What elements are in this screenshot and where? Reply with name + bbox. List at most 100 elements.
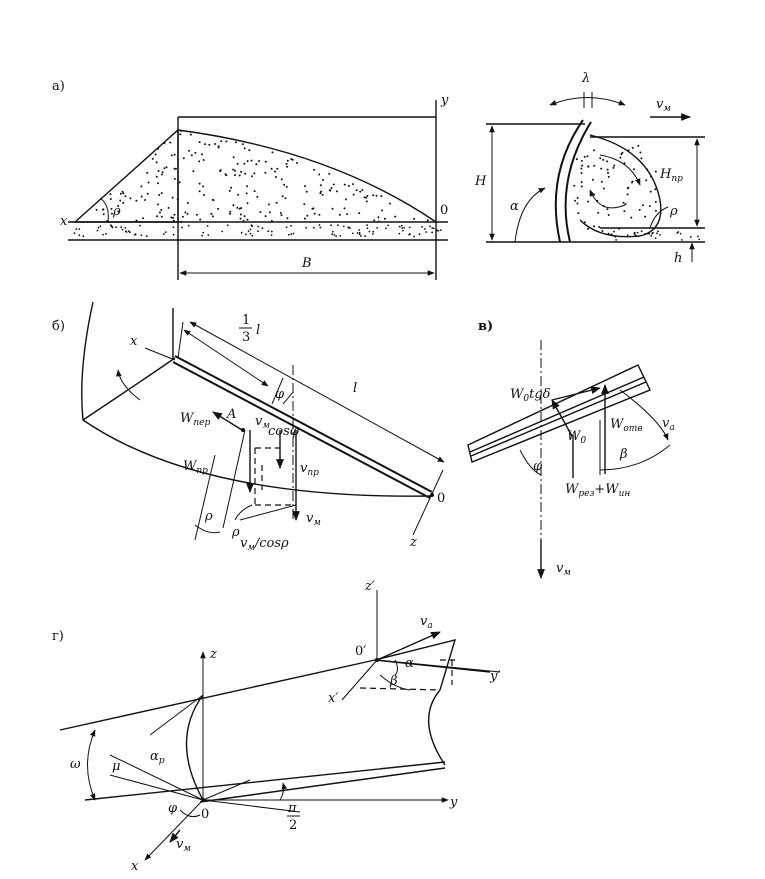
soil-dot (204, 143, 207, 146)
soil-dot (258, 160, 261, 162)
soil-dot (650, 235, 653, 237)
soil-dot (418, 233, 421, 236)
label-va-v: vа (662, 416, 675, 433)
soil-dot (121, 190, 124, 193)
soil-dot (154, 153, 157, 156)
soil-dot (160, 173, 163, 176)
axis-x-b (144, 347, 176, 361)
soil-dot (251, 234, 254, 237)
soil-dot (217, 145, 220, 148)
soil-dot (607, 175, 610, 178)
soil-dot (285, 162, 288, 165)
soil-dot (110, 212, 113, 215)
soil-dot (352, 183, 354, 186)
soil-dot (335, 235, 338, 238)
resultant-b (239, 504, 297, 521)
soil-dot (606, 208, 609, 211)
soil-dot (331, 207, 334, 210)
beta-arc-g (379, 674, 411, 691)
soil-dot (246, 160, 249, 163)
soil-dot (101, 208, 104, 211)
panel-b-label: б) (52, 319, 65, 334)
soil-dot (303, 185, 306, 188)
soil-dot (170, 154, 173, 157)
soil-dot (408, 226, 411, 229)
soil-dot (264, 171, 267, 174)
vm-arrow-g (169, 829, 181, 843)
soil-dot (274, 170, 277, 173)
soil-dot (624, 203, 627, 206)
soil-dot (119, 199, 122, 202)
label-x-g: x (131, 859, 139, 874)
beta-arc (599, 444, 671, 471)
soil-dot (268, 211, 271, 214)
soil-dot (95, 208, 98, 211)
soil-curl (579, 134, 662, 238)
pile-region (73, 128, 179, 223)
label-rho-a2: ρ (669, 204, 678, 219)
panel-v-label: в) (478, 319, 493, 334)
knife-edge-2 (470, 381, 647, 457)
label-rho-a: ρ (112, 204, 121, 219)
label-vm-a: vм (656, 97, 671, 114)
label-0-g: 0 (201, 807, 209, 822)
soil-dot (145, 235, 148, 238)
label-va-g: vа (420, 614, 433, 631)
soil-dot (102, 233, 104, 236)
soil-dot (160, 208, 163, 211)
soil-dot (128, 231, 131, 234)
soil-dot (102, 213, 105, 216)
soil-dot (638, 208, 641, 211)
soil-dot (290, 224, 292, 227)
soil-dot (172, 226, 175, 229)
soil-dot (119, 192, 122, 195)
soil-dot (306, 214, 309, 217)
soil-dot (270, 167, 273, 170)
point-A (241, 428, 245, 432)
soil-dot (580, 181, 583, 183)
soil-dot (598, 226, 601, 228)
soil-dot (285, 185, 288, 188)
soil-dot (257, 230, 259, 233)
soil-dot (99, 225, 102, 228)
soil-dot (240, 207, 243, 209)
soil-dot (654, 188, 657, 191)
soil-dot (73, 232, 76, 235)
soil-dot (181, 226, 183, 229)
soil-dot (593, 164, 596, 167)
soil-dot (238, 174, 241, 177)
soil-dot (400, 224, 403, 227)
soil-dot (338, 213, 341, 216)
W0-arrow (551, 399, 573, 437)
soil-dot (599, 157, 602, 160)
soil-dot (275, 201, 278, 204)
soil-dot (620, 153, 623, 156)
soil-dot (147, 181, 150, 184)
soil-dot (284, 197, 287, 200)
soil-dot (640, 230, 643, 233)
soil-dot (194, 151, 197, 154)
soil-dot (157, 170, 160, 172)
soil-dot (139, 224, 141, 227)
soil-dot (331, 233, 334, 236)
soil-dot (285, 226, 288, 229)
soil-dot (583, 155, 586, 158)
soil-dot (135, 199, 138, 202)
label-third-den: 3 (242, 330, 250, 345)
soil-dot (207, 234, 210, 236)
label-alpha-a: α (510, 199, 519, 214)
soil-dot (124, 195, 127, 198)
soil-dot (634, 234, 637, 237)
label-vpr: vпр (300, 461, 319, 478)
soil-dot (201, 234, 204, 237)
soil-dot (134, 234, 136, 236)
label-l-small: l (256, 323, 260, 338)
soil-dot (249, 228, 252, 231)
soil-dot (167, 206, 170, 209)
soil-dot (249, 232, 252, 235)
soil-dot (234, 169, 236, 172)
soil-dot (333, 234, 336, 236)
soil-dot (348, 226, 350, 229)
soil-dot (580, 167, 583, 170)
soil-dot (172, 219, 175, 222)
